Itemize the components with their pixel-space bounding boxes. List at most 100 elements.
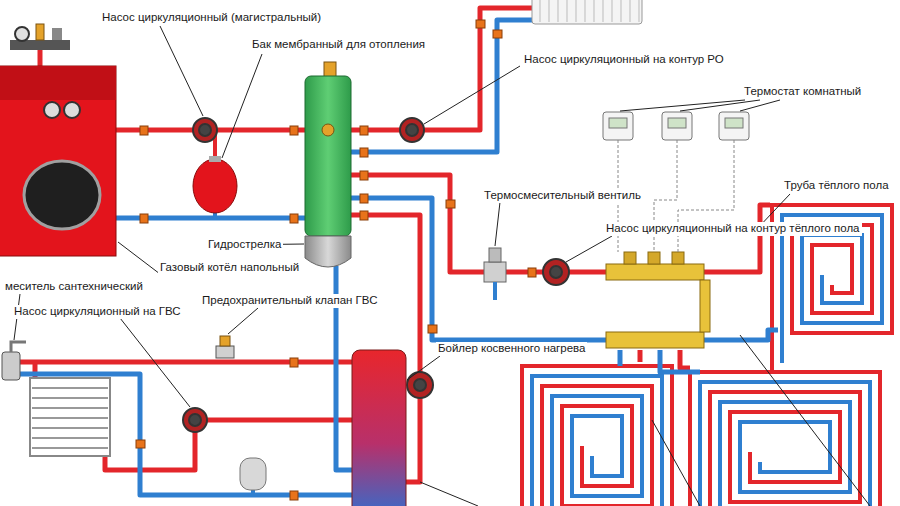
pipe-fitting	[140, 214, 148, 223]
pipe-fitting	[493, 30, 502, 38]
manifold	[672, 252, 684, 264]
supply-pipe	[700, 205, 770, 272]
leader-line	[120, 318, 190, 407]
circulation-pump	[550, 266, 562, 278]
safety-group	[10, 40, 70, 50]
supply-pipe	[38, 48, 43, 68]
pipe-fitting	[136, 20, 536, 500]
circulation-pump	[199, 124, 211, 136]
radiator-fin	[585, 0, 586, 22]
hydraulic-separator	[305, 236, 351, 267]
callout-label: Термосмесительный вентиль	[482, 189, 643, 203]
floor-heating-pipe	[690, 372, 880, 506]
callout-label: Насос циркуляционный (магистральный)	[100, 11, 323, 25]
callout-label: Термостат комнатный	[742, 85, 863, 99]
pipe-fitting	[360, 194, 368, 203]
gas-boiler	[24, 161, 100, 229]
gas-boiler	[0, 66, 116, 256]
pipe-fitting	[428, 325, 437, 333]
thermo-mixing-valve	[493, 282, 497, 300]
safety-valve	[216, 346, 234, 358]
supply-pipe	[10, 360, 352, 365]
pipe-fitting	[528, 268, 536, 277]
circulation-pump	[414, 379, 426, 391]
mixer-tap	[2, 342, 26, 380]
leader-line	[420, 482, 478, 506]
radiator-fin	[540, 0, 639, 22]
towel-radiator-rail	[32, 397, 108, 399]
radiator-fin	[630, 0, 631, 22]
hydraulic-separator	[305, 76, 351, 236]
room-thermostat	[609, 118, 627, 128]
callout-label: Бак мембранный для отопления	[250, 38, 427, 52]
manifold	[700, 280, 710, 332]
hydraulic-separator	[305, 62, 351, 267]
return-pipe	[618, 350, 623, 366]
dhw-expansion-tank	[240, 458, 266, 490]
towel-radiator-rail	[32, 387, 108, 389]
pipe-fitting	[360, 211, 368, 220]
towel-radiator	[30, 378, 110, 456]
pipe-fitting	[290, 491, 298, 500]
gas-boiler	[0, 66, 116, 256]
callout-label: Труба тёплого пола	[782, 179, 891, 193]
safety-group	[52, 28, 62, 40]
expansion-tank	[209, 156, 221, 162]
radiator	[532, 0, 642, 24]
pipe-fitting	[290, 214, 298, 223]
tank-pipe	[215, 212, 253, 495]
leader-line	[495, 202, 500, 246]
circulation-pump	[406, 124, 418, 136]
manifold	[606, 264, 704, 280]
leader-line	[222, 54, 262, 158]
gas-boiler	[44, 102, 60, 118]
leader-line	[407, 356, 440, 380]
room-thermostat	[662, 112, 692, 140]
tank-pipe	[251, 490, 255, 495]
callout-label: Бойлер косвенного нагрева	[436, 342, 587, 356]
callout-label: Газовый котёл напольный	[158, 261, 301, 275]
pipe-fitting	[360, 171, 368, 180]
manifold	[624, 252, 636, 264]
leader-line	[228, 308, 258, 334]
supply-pipe	[638, 350, 643, 362]
pipe-fitting	[446, 200, 455, 208]
room-thermostat	[668, 118, 686, 128]
circulation-pump	[183, 408, 207, 432]
towel-radiator-rail	[32, 427, 108, 429]
thermo-mixing-valve	[484, 248, 506, 300]
towel-radiator-rail	[32, 407, 108, 409]
leader-line	[14, 26, 870, 506]
circulation-pump	[543, 259, 569, 285]
circulation-pump	[400, 118, 424, 142]
leader-line	[740, 335, 870, 506]
indirect-boiler	[352, 350, 406, 506]
towel-radiator-rail	[32, 437, 108, 439]
gas-boiler	[64, 102, 80, 118]
radiator-fin	[558, 0, 559, 22]
manifold	[648, 252, 660, 264]
leader-line	[566, 236, 612, 262]
pipe-fitting	[136, 440, 145, 448]
supply-pipe	[680, 350, 690, 368]
room-thermostat	[725, 118, 743, 128]
circulation-pump	[189, 414, 201, 426]
pipe-fitting	[360, 126, 368, 135]
callout-label: Предохранительный клапан ГВС	[200, 294, 379, 308]
radiator-fin	[603, 0, 604, 22]
expansion-tank	[193, 159, 237, 213]
radiator-fin	[621, 0, 622, 22]
leader-line	[680, 100, 760, 111]
radiator-fin	[594, 0, 595, 22]
return-pipe	[660, 350, 700, 372]
return-pipe	[10, 374, 352, 495]
leader-line	[652, 420, 700, 506]
callout-label: Насос циркуляционный на ГВС	[12, 305, 183, 319]
return-pipe	[700, 330, 778, 340]
safety-valve	[220, 336, 230, 346]
floor-heating-pipe	[782, 215, 882, 363]
leader-line	[620, 100, 745, 111]
radiator-fin	[567, 0, 568, 22]
leader-line	[424, 66, 520, 124]
